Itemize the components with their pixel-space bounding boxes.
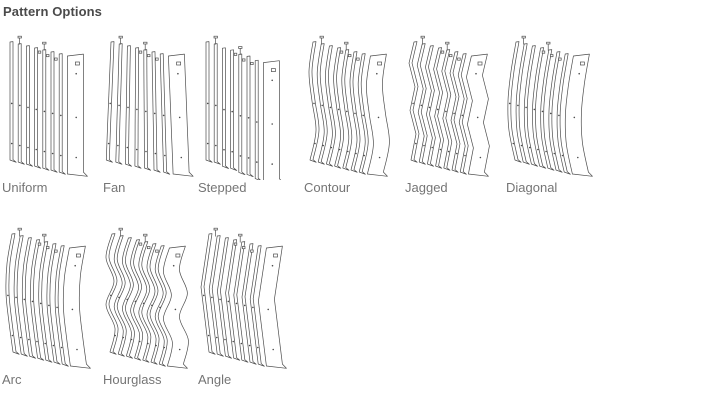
pattern-option-fan[interactable]: Fan — [103, 28, 199, 195]
pattern-thumbnail-jagged-icon — [408, 35, 490, 177]
pattern-option-contour[interactable]: Contour — [304, 28, 400, 195]
pattern-label: Contour — [304, 180, 351, 195]
pattern-thumbnail-contour-icon — [308, 35, 390, 177]
pattern-thumbnail-stepped-icon — [205, 35, 282, 180]
pattern-thumbnail-diagonal-icon — [507, 35, 593, 177]
pattern-option-angle[interactable]: Angle — [198, 220, 294, 387]
pattern-label: Uniform — [2, 180, 48, 195]
pattern-label: Hourglass — [103, 372, 162, 387]
pattern-label: Fan — [103, 180, 126, 195]
pattern-option-diagonal[interactable]: Diagonal — [506, 28, 602, 195]
pattern-label: Jagged — [405, 180, 448, 195]
pattern-option-stepped[interactable]: Stepped — [198, 28, 294, 195]
pattern-label: Stepped — [198, 180, 247, 195]
pattern-option-hourglass[interactable]: Hourglass — [103, 220, 199, 387]
pattern-thumbnail-hourglass-icon — [105, 227, 189, 369]
pattern-label: Angle — [198, 372, 232, 387]
pattern-thumbnail-angle-icon — [200, 227, 287, 369]
pattern-label: Arc — [2, 372, 22, 387]
pattern-option-uniform[interactable]: Uniform — [2, 28, 98, 195]
pattern-label: Diagonal — [506, 180, 558, 195]
pattern-thumbnail-uniform-icon — [9, 35, 88, 177]
pattern-option-jagged[interactable]: Jagged — [405, 28, 501, 195]
pattern-thumbnail-fan-icon — [105, 35, 194, 177]
panel-title: Pattern Options — [3, 4, 103, 19]
pattern-thumbnail-arc-icon — [5, 227, 91, 369]
pattern-option-arc[interactable]: Arc — [2, 220, 98, 387]
